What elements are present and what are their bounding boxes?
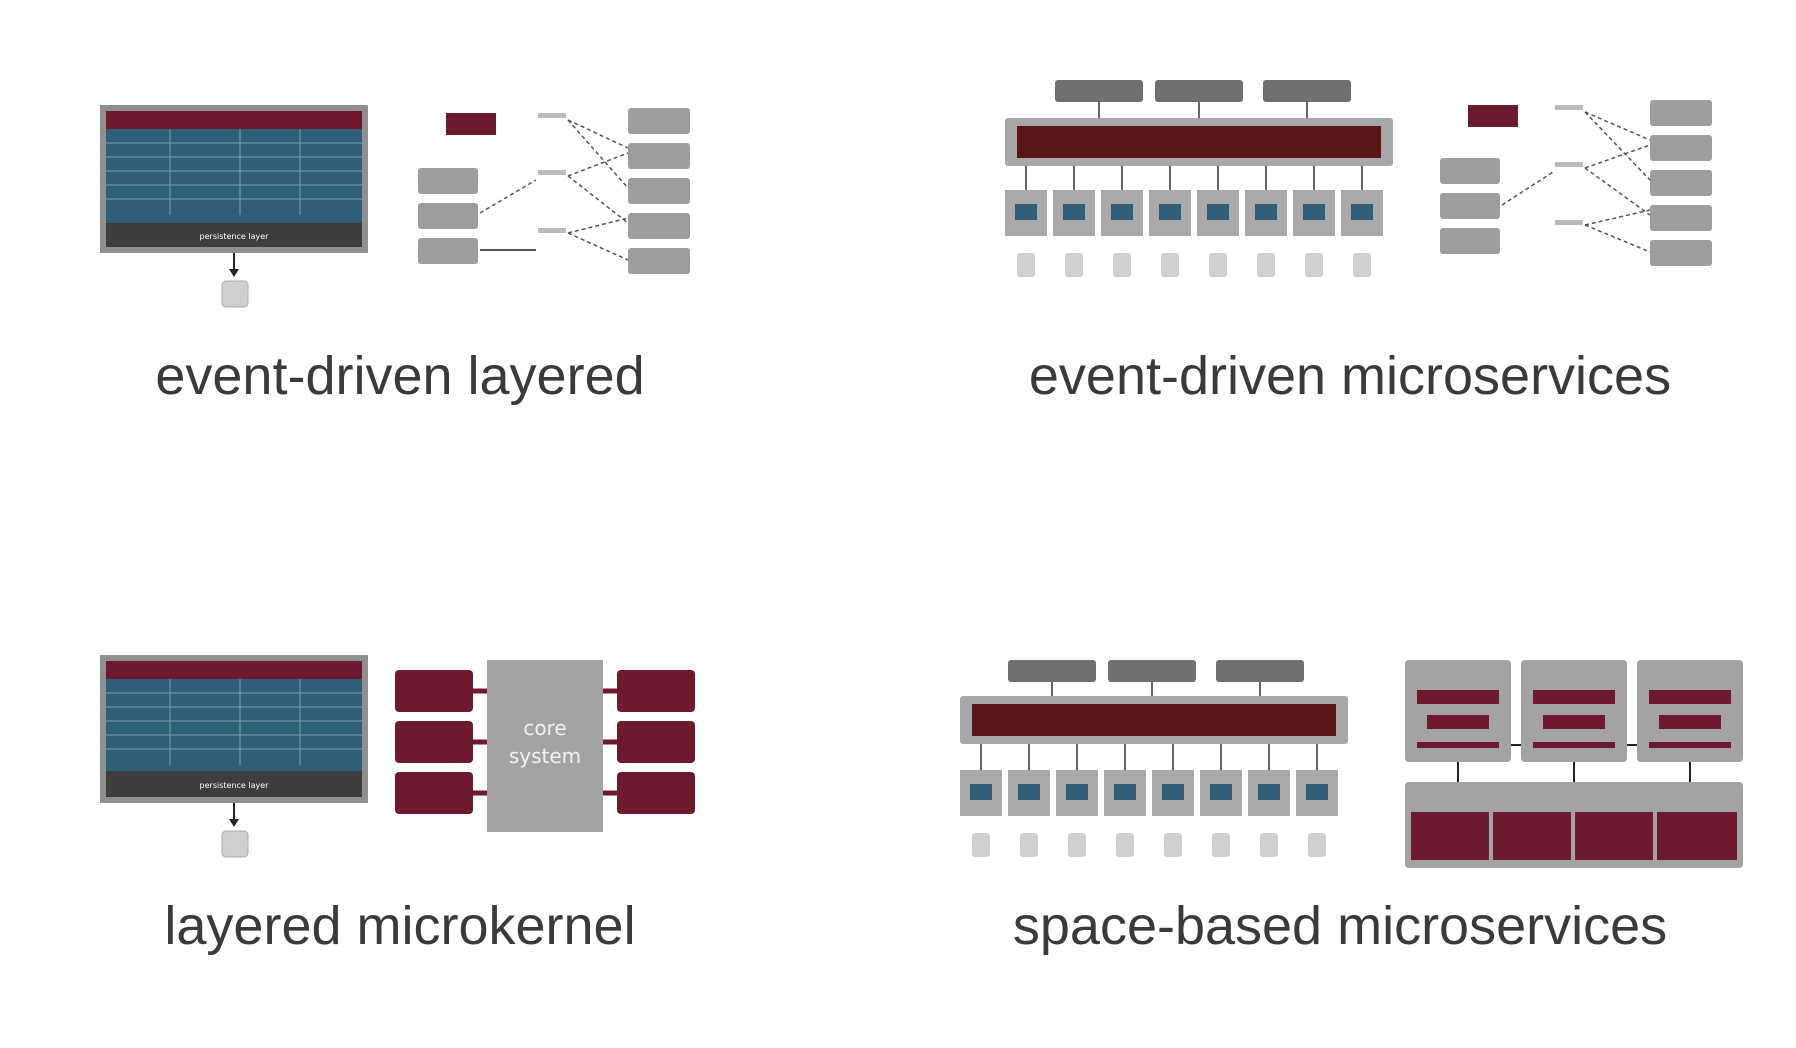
event-driven-diagram-thumbnail-top-right	[1440, 100, 1712, 266]
event-driven-diagram-thumbnail-top	[418, 108, 690, 274]
persistence-layer-label: persistence layer	[200, 232, 270, 241]
persistence-layer-label: persistence layer	[200, 781, 270, 790]
microservices-diagram-thumbnail-bottom	[960, 660, 1348, 857]
microservices-diagram-thumbnail-top	[1005, 80, 1393, 277]
caption-event-driven-microservices: event-driven microservices	[1028, 346, 1672, 406]
core-system-label-line2: system	[509, 744, 581, 768]
microkernel-diagram-thumbnail: core system	[395, 660, 695, 832]
database-icon	[221, 280, 249, 308]
caption-event-driven-layered: event-driven layered	[155, 346, 645, 406]
layered-diagram-thumbnail-bottom: persistence layer	[100, 655, 368, 858]
core-system-label-line1: core	[523, 716, 566, 740]
caption-space-based-microservices: space-based microservices	[1012, 896, 1668, 956]
caption-layered-microkernel: layered microkernel	[164, 896, 636, 956]
space-based-diagram-thumbnail	[1405, 660, 1743, 868]
database-icon	[221, 830, 249, 858]
layered-diagram-thumbnail-top: persistence layer	[100, 105, 368, 308]
